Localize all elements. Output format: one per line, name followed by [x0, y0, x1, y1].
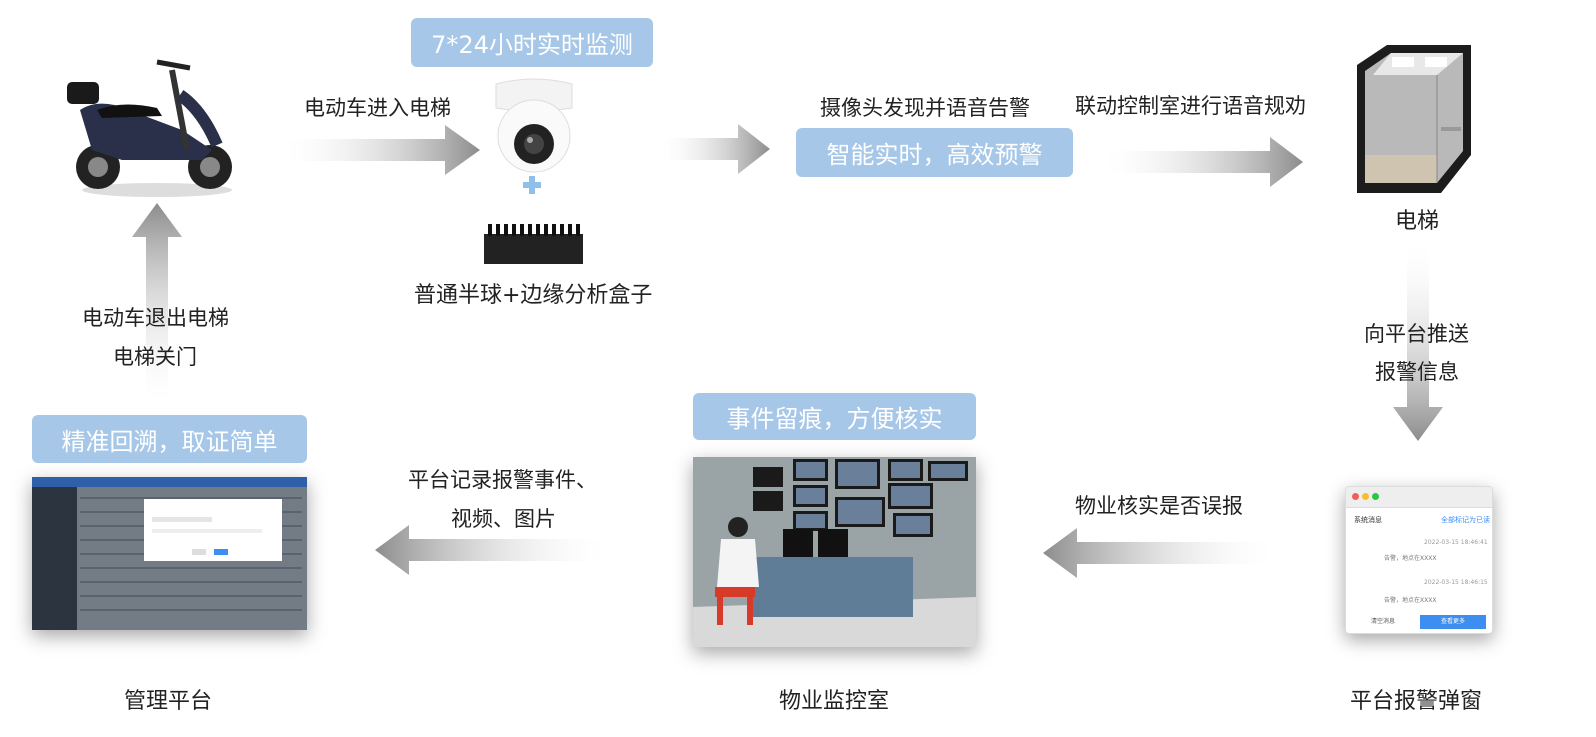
label-platform-popup: 平台报警弹窗: [1350, 689, 1483, 714]
label-record-events-1: 平台记录报警事件、: [408, 468, 597, 492]
label-linkage-control: 联动控制室进行语音规劝: [1075, 94, 1306, 118]
label-property-verify: 物业核实是否误报: [1075, 494, 1243, 518]
badge-precise-trace: 精准回溯，取证简单: [32, 415, 307, 463]
arrow-push-platform: [1393, 245, 1443, 441]
label-camera-box: 普通半球+边缘分析盒子: [414, 283, 653, 308]
arrow-camera-alarm: [660, 124, 770, 174]
camera-image: [488, 78, 580, 174]
popup-more-button[interactable]: 查看更多: [1420, 615, 1486, 629]
popup-time-1: 2022-03-15 18:46:41: [1424, 539, 1488, 546]
popup-titlebar: [1346, 487, 1492, 508]
badge-event-trace: 事件留痕，方便核实: [693, 393, 976, 440]
maximize-dot-icon: [1372, 493, 1379, 500]
arrow-property-verify: [1043, 528, 1273, 578]
monitor-room-photo: [693, 457, 976, 647]
popup-clear-button[interactable]: 清空消息: [1370, 618, 1395, 625]
arrow-enter: [285, 125, 480, 175]
close-dot-icon: [1352, 493, 1359, 500]
label-camera-alarm: 摄像头发现并语音告警: [820, 96, 1030, 120]
minimize-dot-icon: [1362, 493, 1369, 500]
arrow-exit-elevator: [132, 203, 182, 403]
label-push-platform-2: 报警信息: [1375, 360, 1459, 384]
management-platform-screenshot: [32, 477, 307, 630]
label-enter-elevator: 电动车进入电梯: [304, 96, 451, 120]
elevator-image: [1357, 45, 1471, 193]
popup-time-2: 2022-03-15 18:46:15: [1424, 579, 1488, 586]
plus-icon: [521, 174, 543, 196]
label-push-platform-1: 向平台推送: [1364, 322, 1469, 346]
arrow-linkage: [1105, 137, 1303, 187]
label-mgmt-platform: 管理平台: [124, 689, 213, 714]
edge-box-image: [484, 222, 583, 266]
popup-msg-2: 告警，地点在XXXX: [1384, 597, 1437, 604]
label-monitor-room: 物业监控室: [779, 689, 890, 714]
arrow-record-events: [375, 525, 605, 575]
label-exit-elevator-2: 电梯关门: [113, 345, 197, 369]
badge-monitor-247: 7*24小时实时监测: [411, 18, 653, 67]
scooter-image: [62, 50, 237, 200]
popup-msg-1: 告警，地点在XXXX: [1384, 555, 1437, 562]
label-elevator: 电梯: [1395, 209, 1440, 234]
popup-title: 系统消息: [1354, 516, 1382, 524]
popup-mark-all[interactable]: 全部标记为已读: [1441, 516, 1490, 524]
label-exit-elevator-1: 电动车退出电梯: [82, 306, 229, 330]
badge-smart-warning: 智能实时，高效预警: [796, 128, 1073, 177]
platform-popup-window: 系统消息 全部标记为已读 2022-03-15 18:46:41 告警，地点在X…: [1345, 486, 1493, 634]
label-record-events-2: 视频、图片: [451, 507, 556, 531]
